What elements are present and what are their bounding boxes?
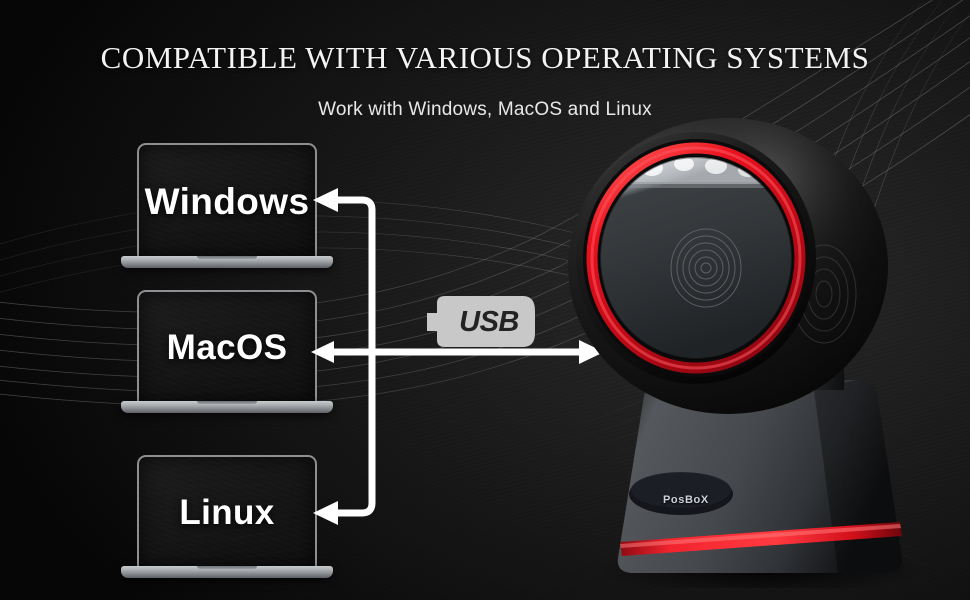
barcode-scanner-product [568,118,926,588]
page-title: COMPATIBLE WITH VARIOUS OPERATING SYSTEM… [100,40,870,75]
laptop-screen-windows: Windows [137,143,317,258]
laptop-screen-linux: Linux [137,455,317,568]
laptop-macos: MacOS [121,290,333,418]
platform-label-linux: Linux [179,492,275,532]
laptop-base-macos [121,401,333,413]
arrow-path-linux [338,352,376,517]
scanner-base [617,380,903,573]
arrow-path-windows [338,196,376,352]
usb-badge-label: USB [459,305,519,338]
laptop-screen-macos: MacOS [137,290,317,403]
platform-label-windows: Windows [144,180,310,222]
scanner-stripe-glow [620,524,901,548]
laptop-base-linux [121,566,333,578]
page-subtitle: Work with Windows, MacOS and Linux [318,99,652,120]
usb-badge-shape [427,296,535,347]
usb-badge: USB [425,295,537,349]
brand-badge-label: PosBoX [663,494,709,506]
scanner-window-edge [599,156,793,360]
scanner-window [600,157,792,359]
brand-badge-face [631,472,731,508]
laptop-windows: Windows [121,143,333,271]
scanner-red-ring-glow [590,146,802,370]
platform-label-macos: MacOS [166,327,288,367]
laptop-base-windows [121,256,333,268]
scanner-side-rings [791,244,857,344]
laptop-linux: Linux [121,455,333,583]
